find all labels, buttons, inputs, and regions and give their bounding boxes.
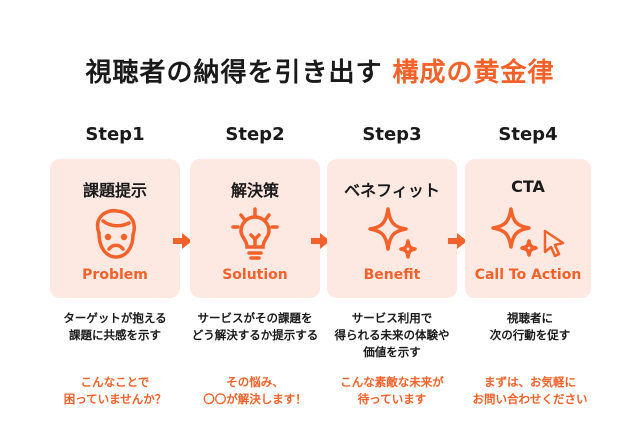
step-card: 解決策 Solution xyxy=(190,159,320,298)
step-english: Call To Action xyxy=(474,267,582,283)
arrow-right-icon xyxy=(448,233,467,249)
step-card: 課題提示 Problem xyxy=(50,159,180,298)
step-label: Step3 xyxy=(362,124,422,145)
step-label: Step1 xyxy=(85,124,145,145)
arrow-right-icon xyxy=(311,233,330,249)
step-example: こんな素敵な未来が待っています xyxy=(317,374,467,408)
desc-line: 課題に共感を示す xyxy=(69,328,161,342)
desc-line: どう解決するか提示する xyxy=(191,328,319,342)
lightbulb-icon xyxy=(231,207,279,260)
step-example: こんなことで困っていませんか？ xyxy=(40,374,190,408)
page-title: 視聴者の納得を引き出す 構成の黄金律 xyxy=(0,52,640,89)
desc-line: 次の行動を促す xyxy=(489,328,571,342)
step-description: 視聴者に次の行動を促す xyxy=(455,310,605,344)
example-line: こんな素敵な未来が xyxy=(340,375,444,389)
step-heading: ベネフィット xyxy=(344,181,440,200)
step-heading: 課題提示 xyxy=(82,181,147,200)
desc-line: 得られる未来の体験や xyxy=(334,328,450,342)
step-english: Solution xyxy=(222,267,288,283)
desc-line: ターゲットが抱える xyxy=(63,311,167,325)
title-main: 視聴者の納得を引き出す xyxy=(85,58,383,88)
step-description: サービスがその課題をどう解決するか提示する xyxy=(180,310,330,344)
step-english: Problem xyxy=(82,267,148,283)
example-line: こんなことで xyxy=(80,375,150,389)
example-line: 〇〇が解決します！ xyxy=(203,392,307,406)
example-line: その悩み、 xyxy=(226,375,284,389)
worried-face-icon xyxy=(95,208,136,259)
desc-line: サービスがその課題を xyxy=(197,311,313,325)
step-heading: 解決策 xyxy=(230,181,279,200)
step-example: その悩み、〇〇が解決します！ xyxy=(180,374,330,408)
step-description: サービス利用で得られる未来の体験や価値を示す xyxy=(317,310,467,361)
step-english: Benefit xyxy=(363,267,421,283)
step-card: ベネフィット Benefit xyxy=(327,159,457,298)
sparkle-icon xyxy=(368,207,417,259)
desc-line: 視聴者に xyxy=(507,311,553,325)
arrow-right-icon xyxy=(173,233,192,249)
step-description: ターゲットが抱える課題に共感を示す xyxy=(40,310,190,344)
example-line: まずは、お気軽に xyxy=(484,375,576,389)
step-label: Step4 xyxy=(498,124,558,145)
title-accent: 構成の黄金律 xyxy=(392,58,555,88)
step-card: CTA Call To Action xyxy=(465,159,591,298)
step-label: Step2 xyxy=(225,124,285,145)
step-heading: CTA xyxy=(511,177,545,196)
sparkle-cursor-icon xyxy=(491,207,565,258)
desc-line: サービス利用で xyxy=(351,311,433,325)
desc-line: 価値を示す xyxy=(363,345,421,359)
example-line: 待っています xyxy=(357,392,427,406)
example-line: 困っていませんか？ xyxy=(63,392,167,406)
example-line: お問い合わせください xyxy=(472,392,588,406)
step-example: まずは、お気軽にお問い合わせください xyxy=(455,374,605,408)
